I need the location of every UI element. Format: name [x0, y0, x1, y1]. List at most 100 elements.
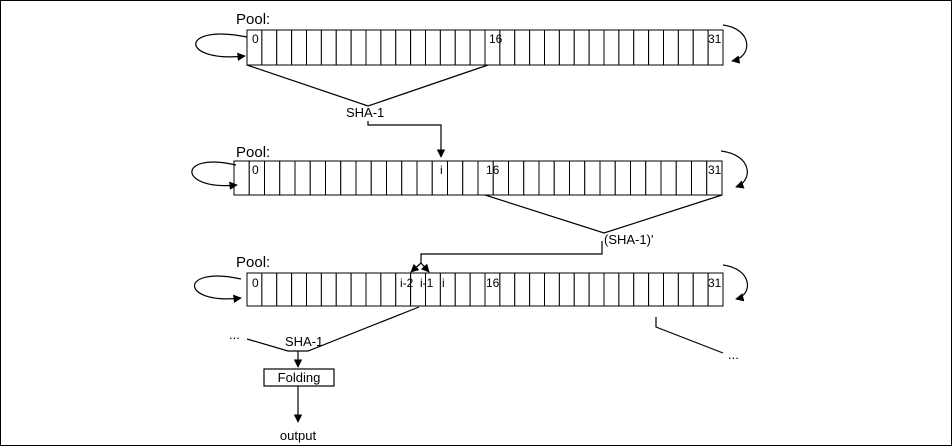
sha1-top-output-arrow: [367, 121, 446, 158]
sha1-top-label: SHA-1: [346, 105, 384, 120]
folding-box: [263, 368, 335, 387]
pool-cell: [395, 29, 412, 66]
pool-cell: [276, 272, 293, 307]
pool-cell: [309, 160, 326, 196]
pool-cell: [454, 272, 471, 307]
sha1-prime-funnel: [484, 194, 723, 234]
pool-cell: [350, 272, 367, 307]
wrap-arrow-right-3: [722, 264, 749, 302]
wrap-arrow-left-2: [191, 161, 238, 190]
pool-cell: [648, 29, 665, 66]
pool-cell: [469, 272, 486, 307]
pool-cell: [340, 160, 357, 196]
pool-cell: [365, 272, 382, 307]
pool-cell: [538, 160, 555, 196]
pool-cell: [355, 160, 372, 196]
pool-cell: [350, 29, 367, 66]
pool-cell: [380, 29, 397, 66]
wrap-arrow-left-3: [194, 275, 242, 304]
ellipsis-right: ...: [728, 347, 739, 362]
cell-label-row2-0: 0: [252, 163, 259, 177]
sha1-top-funnel: [246, 64, 489, 107]
pool-cells-1: [246, 29, 724, 66]
pool-cell: [648, 272, 665, 307]
sha1-prime-label: (SHA-1)': [604, 232, 653, 247]
pool-cell: [320, 272, 337, 307]
pool-cell: [633, 272, 650, 307]
pool-cell: [365, 29, 382, 66]
pool-cell: [294, 160, 311, 196]
pool-cells-3: [246, 272, 724, 307]
pool-cell: [588, 272, 605, 307]
pool-cell: [618, 29, 635, 66]
pool-cell: [233, 160, 250, 196]
pool-cell: [325, 160, 342, 196]
pool-cell: [707, 272, 724, 307]
pool-cell: [261, 272, 278, 307]
pool-cell: [462, 160, 479, 196]
sha1-bottom-funnel: [246, 306, 420, 352]
sha1-prime-arrow-right: [420, 262, 430, 273]
pool-cell: [529, 29, 546, 66]
sha1-bottom-block: ... SHA-1 ...: [229, 306, 739, 368]
pool-cells-2: [233, 160, 723, 196]
pool-cell: [691, 160, 708, 196]
pool-cell: [633, 29, 650, 66]
pool-cell: [573, 272, 590, 307]
cell-label-row3-31: 31: [708, 276, 722, 290]
pool-cell: [454, 29, 471, 66]
pool-cell: [386, 160, 403, 196]
pool-cell: [663, 29, 679, 66]
pool-cell: [663, 272, 679, 307]
pool-cell: [558, 272, 575, 307]
pool-cell: [588, 29, 605, 66]
cell-label-row3-0: 0: [252, 276, 259, 290]
pool-cell: [335, 272, 352, 307]
cell-label-row3-i-1: i-1: [420, 276, 434, 290]
pool-cell: [439, 29, 456, 66]
pool-cell: [558, 29, 575, 66]
pool-row-3: Pool: 0 i-2 i-1 i 16 31: [194, 254, 749, 307]
pool-cell: [675, 160, 692, 196]
pool-cell: [707, 29, 724, 66]
pool-cell: [291, 272, 308, 307]
pool-cell: [523, 160, 540, 196]
pool-cell: [614, 160, 631, 196]
pool-cell: [569, 160, 586, 196]
pool-cell: [514, 272, 531, 307]
sha1-prime-output-line: [420, 241, 603, 263]
ellipsis-left: ...: [229, 327, 240, 342]
cell-label-row1-31: 31: [708, 32, 722, 46]
folding-block: Folding output: [263, 368, 335, 443]
pool-cell: [264, 160, 281, 196]
pool-cell: [529, 272, 546, 307]
wrap-arrow-right-1: [722, 24, 748, 64]
pool-cell: [370, 160, 387, 196]
pool-cell: [544, 29, 560, 66]
cell-label-row1-16: 16: [489, 32, 503, 46]
pool-cell: [306, 29, 322, 66]
pool-cell: [677, 29, 694, 66]
cell-label-row2-i: i: [440, 163, 443, 177]
wrap-arrow-left-1: [195, 33, 248, 61]
cell-label-row2-16: 16: [486, 163, 500, 177]
pool-cell: [469, 29, 486, 66]
pool-cell: [645, 160, 662, 196]
pool-cell: [514, 29, 531, 66]
pool-cell: [692, 272, 709, 307]
pool-cell: [410, 29, 427, 66]
pool-cell: [447, 160, 464, 196]
pool-cell: [599, 160, 616, 196]
sha1-bottom-label: SHA-1: [285, 334, 323, 349]
pool-cell: [618, 272, 635, 307]
sha1-prime-arrow-left: [410, 262, 422, 273]
pool-cell: [706, 160, 723, 196]
pool-cell: [335, 29, 352, 66]
pool-cell: [677, 272, 694, 307]
sha1-top-block: SHA-1: [246, 64, 489, 158]
pool-cell: [276, 29, 293, 66]
cell-label-row3-16: 16: [486, 276, 500, 290]
pool-cell: [692, 29, 709, 66]
